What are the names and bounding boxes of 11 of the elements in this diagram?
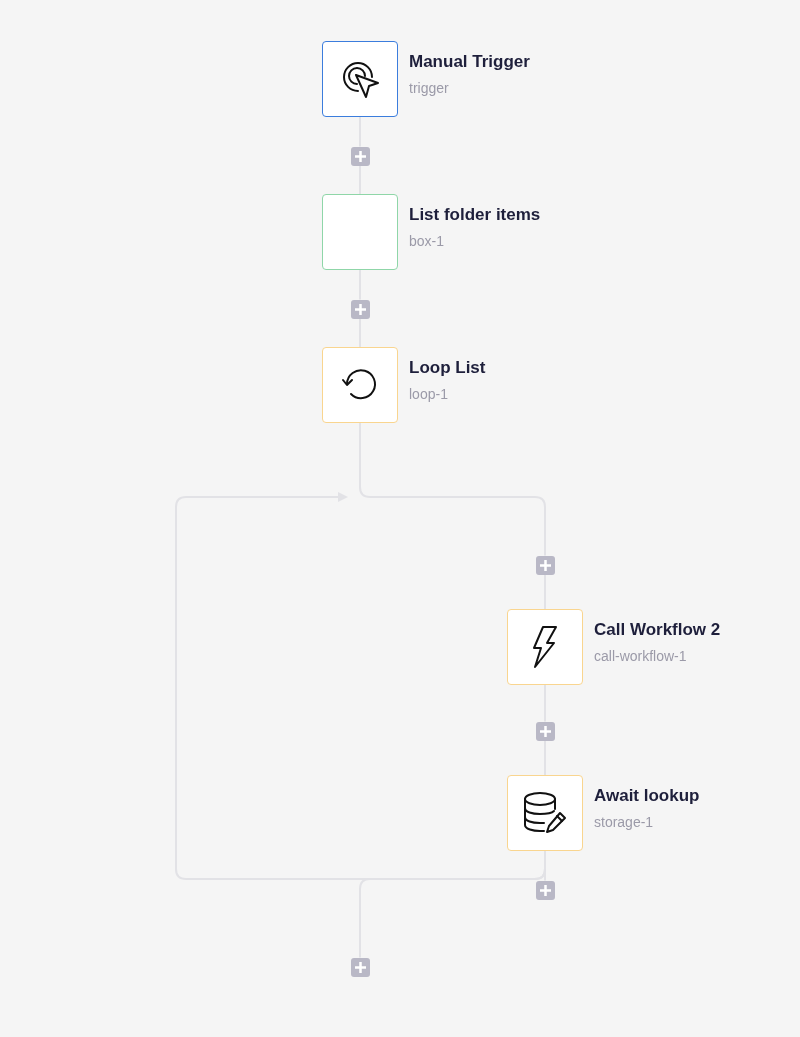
step-id: box-1 (409, 232, 446, 251)
step-title: Call Workflow 2 (594, 619, 721, 641)
connector-line (359, 422, 546, 557)
step-title: Manual Trigger (409, 51, 530, 73)
step-id: loop-1 (409, 385, 449, 404)
step-id: trigger (409, 79, 450, 98)
step-title: Loop List (409, 357, 486, 379)
step-title: Await lookup (594, 785, 700, 807)
step-id: call-workflow-1 (594, 647, 688, 666)
step-id: storage-1 (594, 813, 655, 832)
step-title: List folder items (409, 204, 541, 226)
